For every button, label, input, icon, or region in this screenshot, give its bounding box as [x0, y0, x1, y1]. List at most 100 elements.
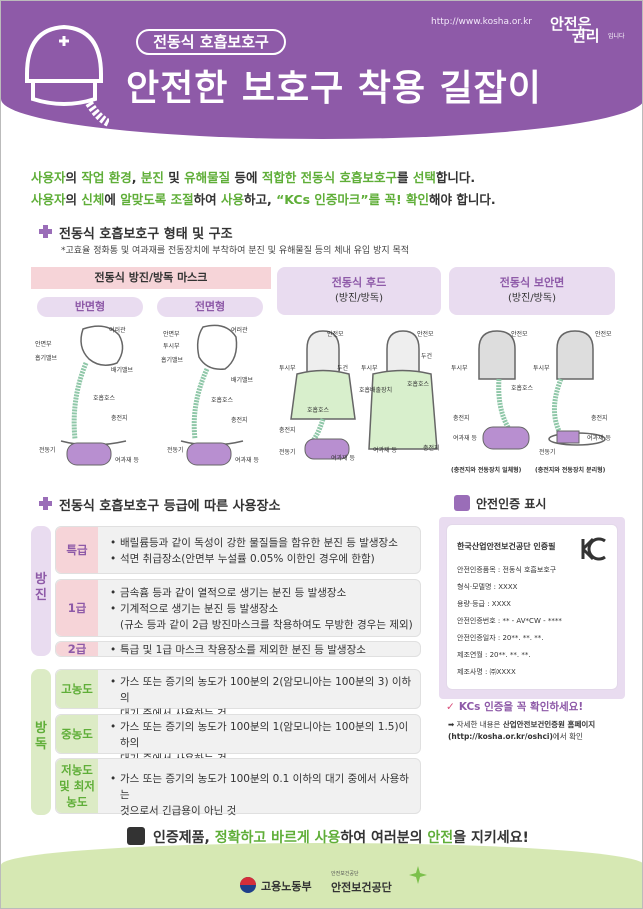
arrow-icon: ➡ — [448, 720, 457, 729]
part-label: 호흡호스 — [307, 407, 330, 414]
grade-row: 1급금속흄 등과 같이 열적으로 생기는 분진 등 발생장소기계적으로 생기는 … — [55, 579, 421, 637]
cert-more-link[interactable]: 산업안전보건인증원 홈페이지(http://kosha.or.kr/oshci) — [448, 720, 596, 741]
cert-line: 제조사명 : ㈜XXXX — [457, 668, 516, 676]
part-label: 전동기 — [167, 447, 184, 454]
part-label: 여러관 — [231, 327, 248, 334]
intro-fragment: “KCs 인증마크”를 꼭! 확인 — [276, 192, 430, 207]
slogan-5: 을 지키세요! — [453, 830, 529, 846]
slogan-4: 안전 — [427, 830, 454, 846]
grade-label: 특급 — [56, 527, 98, 573]
grade-label: 1급 — [56, 580, 98, 636]
intro-fragment: 합니다. — [435, 170, 476, 185]
shield-panel: 전동식 보안면 (방진/방독) 안전모 안전모 투시부 투시부 호흡호스 충전지… — [449, 267, 615, 477]
grade-description-line: 특급 및 1급 마스크 착용장소를 제외한 분진 등 발생장소 — [110, 642, 414, 658]
cert-more: ➡ 자세한 내용은 산업안전보건인증원 홈페이지(http://kosha.or… — [448, 719, 620, 743]
part-label: 충전지 — [231, 417, 248, 424]
grade-description-line: 가스 또는 증기의 농도가 100분의 0.1 이하의 대기 중에서 사용하는 — [110, 771, 414, 803]
slogan: 인증제품, 정확하고 바르게 사용하여 여러분의 안전을 지키세요! — [127, 827, 529, 847]
hood-subtitle: (방진/방독) — [335, 293, 383, 304]
part-label: 호흡호스 — [511, 385, 534, 392]
part-label: 흡기밸브 — [161, 357, 184, 364]
intro-fragment: 를 — [397, 170, 413, 185]
part-label: 충전지 — [423, 445, 440, 452]
grade-row: 고농도가스 또는 증기의 농도가 100분의 2(암모니아는 100분의 3) … — [55, 669, 421, 720]
part-label: 투시부 — [533, 365, 550, 372]
part-label: 충전지 — [591, 415, 608, 422]
cert-line: 형식·모델명 : XXXX — [457, 583, 518, 591]
gas-group-label: 방독 — [31, 669, 51, 815]
intro-fragment: 에 — [104, 192, 121, 207]
part-label: 전동기 — [539, 449, 556, 456]
cert-line: 안전인증일자 : 20**. **. **. — [457, 634, 544, 642]
intro-fragment: 및 — [163, 170, 185, 185]
grade-description-line: 가스 또는 증기의 농도가 100분의 2(암모니아는 100분의 3) 이하의 — [110, 674, 414, 706]
part-label: 호흡배출장치 — [359, 387, 393, 394]
page-title: 안전한 보호구 착용 길잡이 — [126, 68, 542, 109]
part-label: 호흡호스 — [93, 395, 116, 402]
check-icon: ✓ — [446, 701, 455, 713]
part-label: 배기밸브 — [111, 367, 134, 374]
intro-fragment: 등에 — [230, 170, 262, 185]
part-label: 두건 — [337, 365, 349, 372]
part-label: 안면부 — [35, 341, 52, 348]
part-label: 여과재 등 — [331, 455, 355, 462]
intro-fragment: 신체 — [81, 192, 105, 207]
shield-title: 전동식 보안면 — [499, 276, 565, 289]
part-label: 여과재 등 — [235, 457, 259, 464]
part-label: 충전지 — [111, 415, 128, 422]
intro-fragment: 적합한 전동식 호흡보호구 — [261, 170, 398, 185]
intro-fragment: 사용자 — [31, 192, 66, 207]
grade-description: 배릴륨등과 같이 독성이 강한 물질들을 함유한 분진 등 발생장소석면 취급장… — [110, 535, 414, 567]
grade-label: 저농도 및 최저 농도 — [56, 759, 98, 813]
intro-fragment: 사용자 — [31, 170, 66, 185]
slogan-2: 정확하고 바르게 사용 — [214, 830, 341, 846]
part-label: 여과재 등 — [115, 457, 139, 464]
intro-fragment: , — [131, 170, 141, 185]
mask-illustration — [60, 324, 244, 466]
grade-description: 금속흄 등과 같이 열적으로 생기는 분진 등 발생장소기계적으로 생기는 분진… — [110, 585, 414, 633]
website-url[interactable]: http://www.kosha.or.kr — [430, 17, 532, 27]
grade-description: 특급 및 1급 마스크 착용장소를 제외한 분진 등 발생장소 — [110, 642, 414, 658]
kc-mark-icon — [127, 827, 145, 845]
plus-icon — [39, 497, 52, 510]
gas-label: 방독 — [35, 721, 47, 752]
intro-fragment: 사용 — [220, 192, 244, 207]
part-label: 투시부 — [279, 365, 296, 372]
intro-fragment: 의 — [65, 170, 82, 185]
kosha-logo-icon — [409, 866, 427, 884]
grade-description-line: 배릴륨등과 같이 독성이 강한 물질들을 함유한 분진 등 발생장소 — [110, 535, 414, 551]
part-label: 안전모 — [595, 331, 612, 338]
part-label: 안전모 — [417, 331, 434, 338]
org-1: 고용노동부 — [261, 880, 312, 893]
cert-line: 안전인증품목 : 전동식 호흡보호구 — [457, 566, 557, 574]
part-label: 호흡호스 — [407, 381, 430, 388]
subtitle-pill: 전동식 호흡보호구 — [136, 29, 286, 55]
part-label: 여과재 등 — [373, 447, 397, 454]
intro-fragment: 분진 — [140, 170, 164, 185]
grade-label: 중농도 — [56, 715, 98, 753]
part-label: 흡기밸브 — [35, 355, 58, 362]
half-mask-label: 반면형 — [37, 297, 143, 317]
cert-check-text: KCs 인증을 꼭 확인하세요! — [458, 701, 584, 713]
brand-logo: 안전은 권리 입니다 — [550, 11, 630, 45]
cert-card-title: 한국산업안전보건공단 인증필 — [457, 542, 556, 551]
grade-description-line: 것으로서 긴급용이 아닌 것 — [120, 805, 237, 817]
cert-check: ✓KCs 인증을 꼭 확인하세요! — [446, 699, 626, 715]
cert-line: 제조연월 : 20**. **. **. — [457, 651, 531, 659]
part-label: 투시부 — [451, 365, 468, 372]
cert-line: 안전인증번호 : ** - AV*CW - **** — [457, 617, 562, 625]
part-label: 안전모 — [511, 331, 528, 338]
mask-panel: 전동식 방진/방독 마스크 반면형 전면형 여러관 안면부 흡기밸브 배기밸브 … — [31, 267, 271, 477]
grade-row: 저농도 및 최저 농도 가스 또는 증기의 농도가 100분의 0.1 이하의 대… — [55, 758, 421, 817]
intro-fragment: 선택 — [412, 170, 436, 185]
cert-line: 용량·등급 : XXXX — [457, 600, 511, 608]
part-label: 안면부 — [163, 331, 180, 338]
part-label: 두건 — [421, 353, 433, 360]
brand-text-3: 입니다 — [608, 33, 625, 40]
slogan-3: 하여 여러분의 — [340, 830, 428, 846]
grade-description-line: 가스 또는 증기의 농도가 100분의 1(암모니아는 100분의 1.5)이하… — [110, 719, 414, 751]
hood-illustration — [290, 330, 438, 460]
dust-label: 방진 — [35, 572, 47, 603]
grade-row: 2급특급 및 1급 마스크 착용장소를 제외한 분진 등 발생장소 — [55, 641, 421, 658]
